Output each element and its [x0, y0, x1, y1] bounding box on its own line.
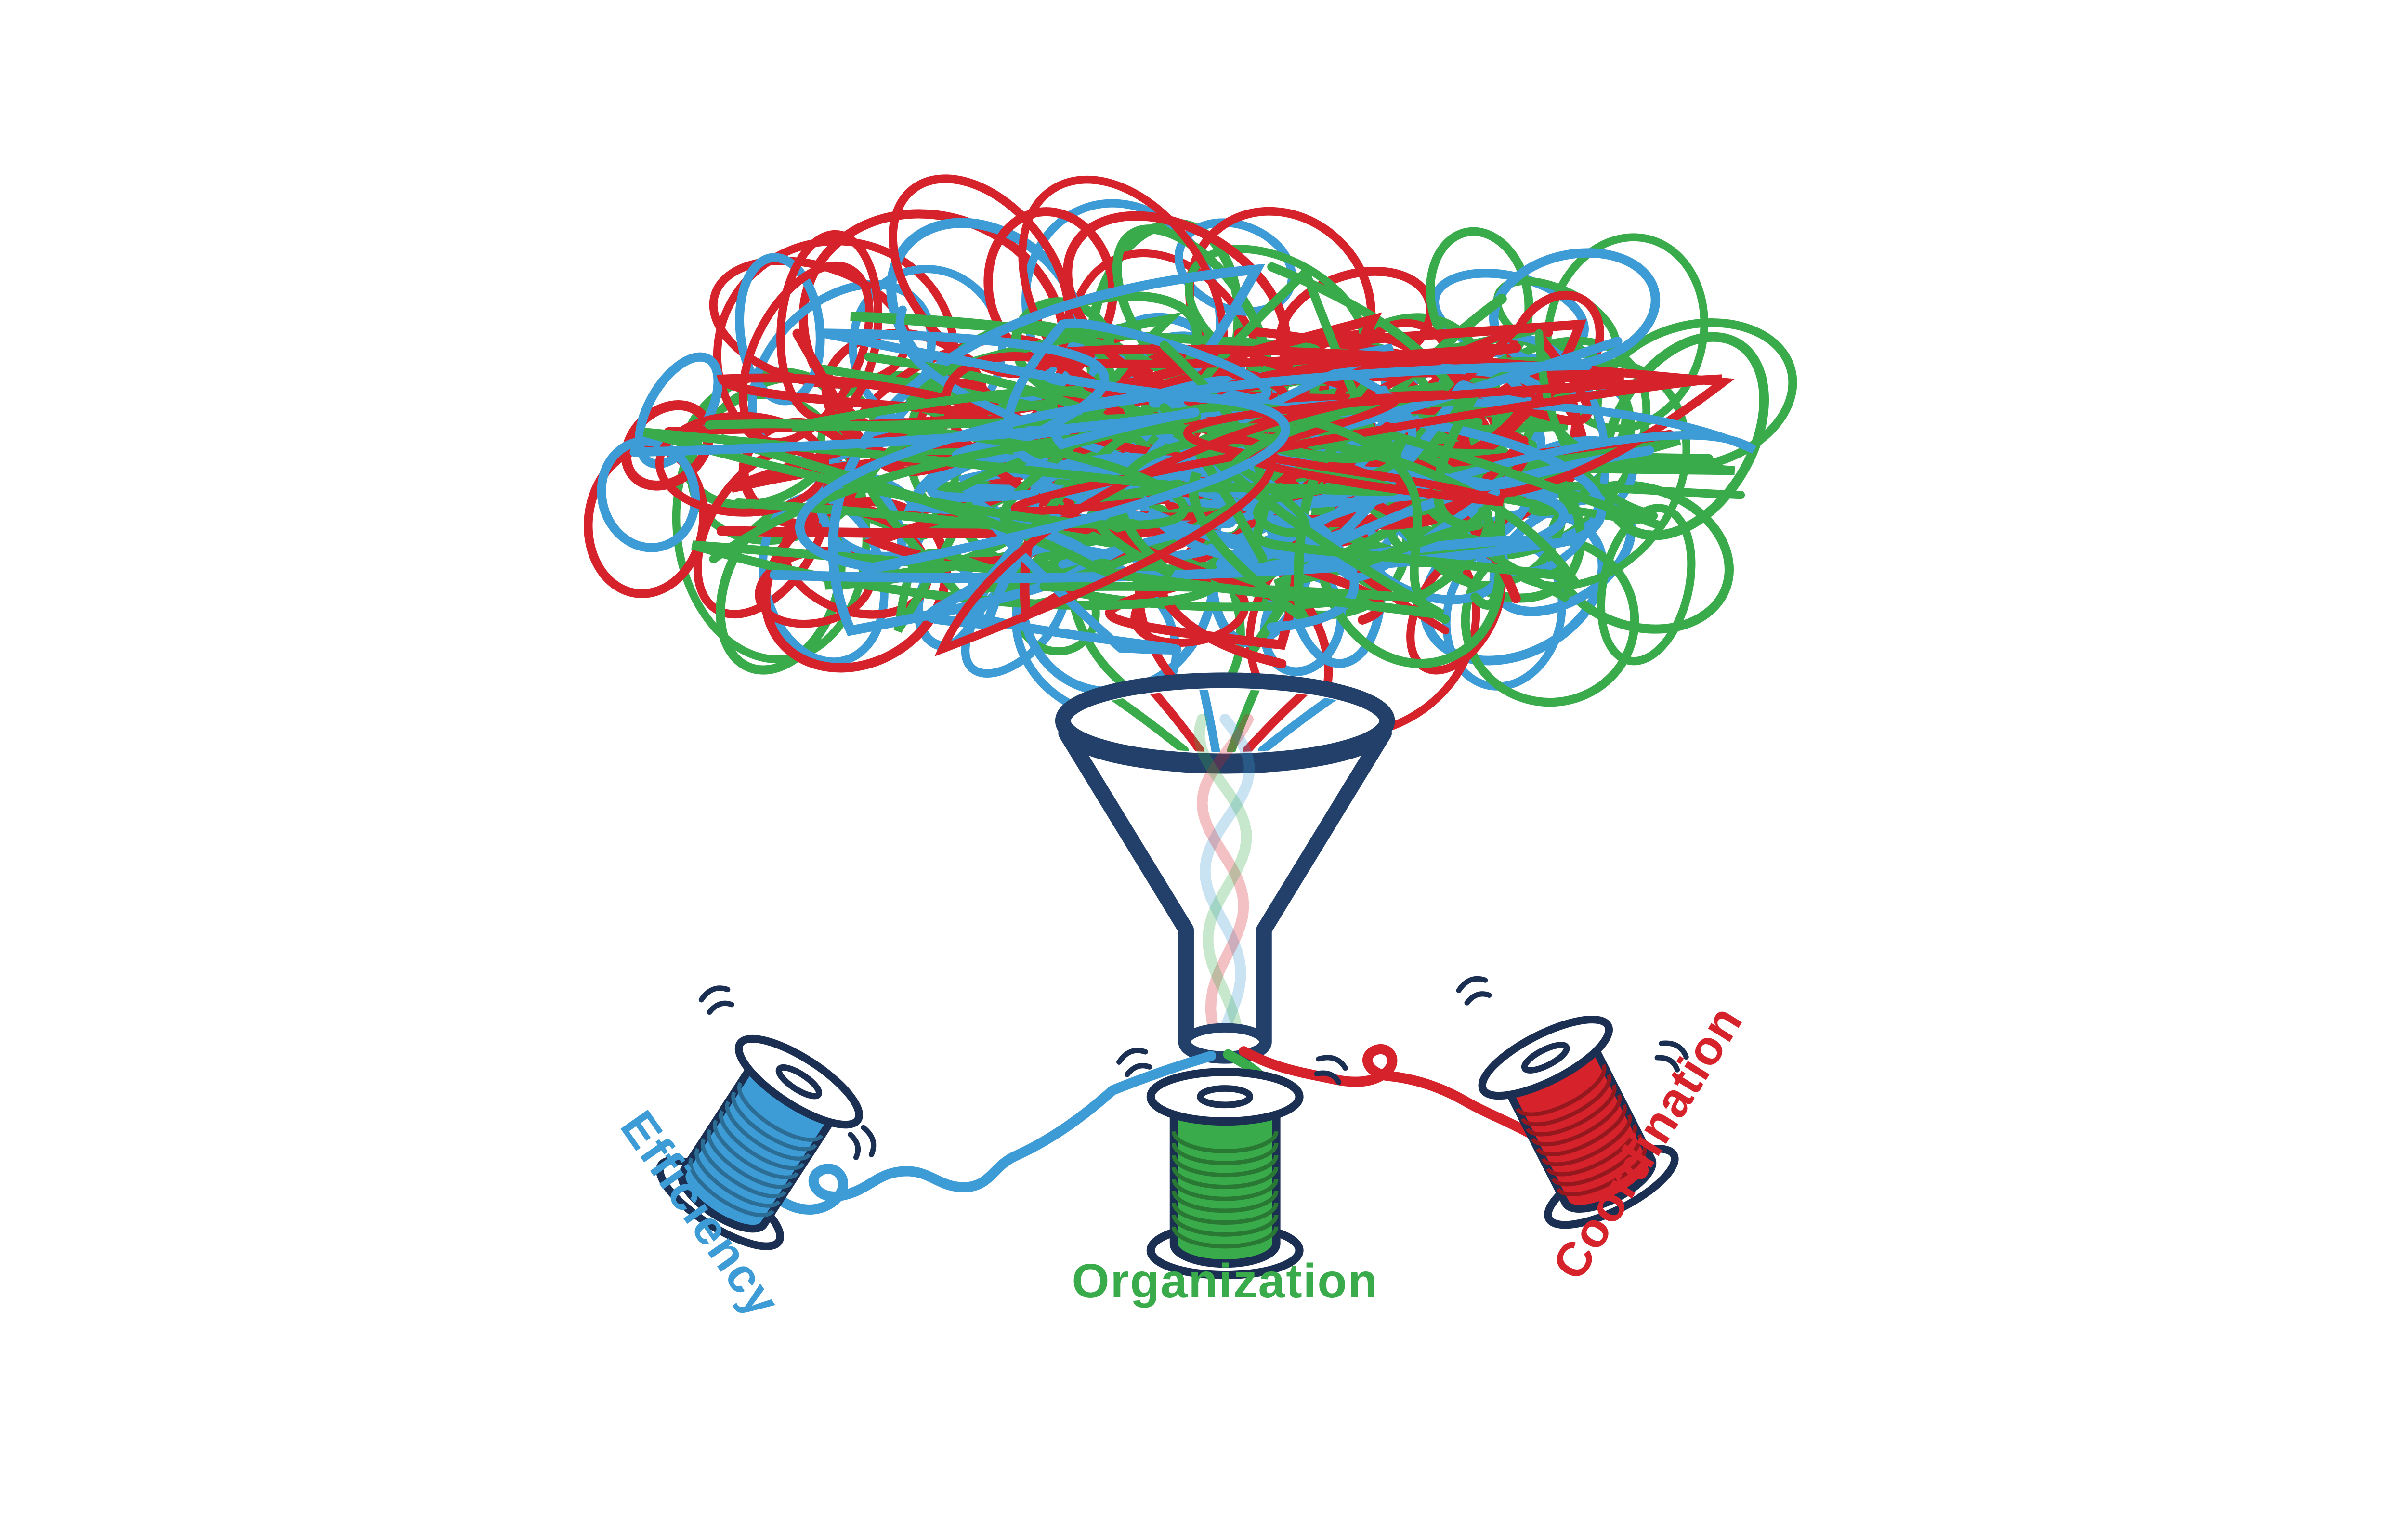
coordination-spool: [1478, 1015, 1679, 1229]
spool-thread-rib: [1171, 1214, 1279, 1237]
funnel: [1055, 672, 1395, 1064]
motion-arc: [861, 1125, 877, 1158]
mouth-thread: [1146, 689, 1204, 752]
spool-thread-rib: [719, 1110, 805, 1170]
efficiency-thread: [774, 1050, 1217, 1215]
thread-tangle: [584, 174, 1797, 738]
tangle-loop: [1597, 504, 1696, 666]
spool-thread-rib: [1515, 1064, 1607, 1117]
tangle-loop: [735, 253, 825, 406]
spool-thread-rib: [1520, 1074, 1611, 1126]
motion-mark-icon: [1654, 1040, 1689, 1073]
funnel-rim: [1055, 672, 1395, 769]
tangle-strand: [769, 380, 1539, 583]
motion-mark-icon: [1314, 1055, 1348, 1085]
motion-arc: [1314, 1070, 1342, 1085]
spool-thread-rib: [1171, 1166, 1279, 1189]
motion-arc: [1116, 1048, 1148, 1065]
spool-axle-hole: [1197, 1085, 1254, 1109]
funnel-inner-thread: [1193, 714, 1252, 1052]
mouth-thread: [1199, 689, 1220, 752]
funnel-threads: [1193, 714, 1255, 1052]
spool-thread-rib: [688, 1157, 775, 1218]
motion-mark-icon: [848, 1125, 877, 1160]
spool-axle-hole: [1521, 1042, 1570, 1074]
tangle-loop: [635, 352, 723, 469]
spool-thread-rib: [1531, 1094, 1622, 1147]
motion-arc: [698, 985, 731, 1003]
funnel-inner-thread: [1196, 714, 1254, 1052]
tangle-strand: [1433, 329, 1745, 524]
spool-thread-rib: [1526, 1084, 1617, 1137]
spool-thread-rib: [1546, 1124, 1637, 1177]
spool-thread-rib: [713, 1119, 799, 1180]
spool-thread-rib: [1171, 1155, 1279, 1178]
spool-thread-rib: [731, 1091, 817, 1152]
spool-thread-rib: [694, 1147, 781, 1208]
spool-thread-rib: [700, 1138, 787, 1199]
motion-arc: [1125, 1063, 1152, 1077]
spool-thread-rib: [1551, 1134, 1642, 1187]
motion-arc: [1654, 1055, 1680, 1073]
organization-label: Organization: [1072, 1254, 1378, 1308]
tangle-strand: [629, 361, 1592, 573]
spool-thread-rib: [1171, 1131, 1279, 1153]
spool-thread-rib: [1171, 1203, 1279, 1225]
motion-mark-icon: [698, 985, 734, 1015]
motion-arc: [707, 1000, 734, 1015]
motion-mark-icon: [1456, 976, 1492, 1006]
motion-arc: [1659, 1040, 1689, 1060]
coordination-thread: [1239, 1044, 1539, 1141]
organization-spool: [1146, 1068, 1304, 1280]
spool-thread-rib: [1171, 1191, 1279, 1213]
spool-barrel: [1169, 1100, 1281, 1268]
efficiency-spool: [655, 1034, 863, 1250]
spool-thread-rib: [1536, 1104, 1627, 1157]
motion-arc: [1316, 1055, 1348, 1071]
motion-mark-icon: [1116, 1048, 1152, 1077]
mouth-thread: [1243, 689, 1314, 752]
spool-thread-rib: [737, 1082, 824, 1142]
motion-arc: [1464, 991, 1492, 1006]
funnel-inner-thread: [1199, 714, 1255, 1052]
tangle-strand: [642, 418, 1450, 624]
mouth-thread: [1227, 689, 1261, 752]
tangle-strand: [942, 343, 1735, 609]
spool-thread-rib: [1171, 1143, 1279, 1165]
spool-axle-hole: [775, 1064, 823, 1100]
spool-thread-rib: [725, 1100, 811, 1161]
motion-arc: [848, 1132, 861, 1160]
motion-marks: [698, 976, 1689, 1160]
spool-thread-rib: [1171, 1178, 1279, 1201]
motion-arc: [1456, 976, 1488, 994]
spool-thread-rib: [1556, 1144, 1648, 1197]
spool-thread-rib: [1541, 1113, 1632, 1166]
spool-thread-rib: [1171, 1226, 1279, 1249]
spool-thread-rib: [707, 1128, 793, 1189]
